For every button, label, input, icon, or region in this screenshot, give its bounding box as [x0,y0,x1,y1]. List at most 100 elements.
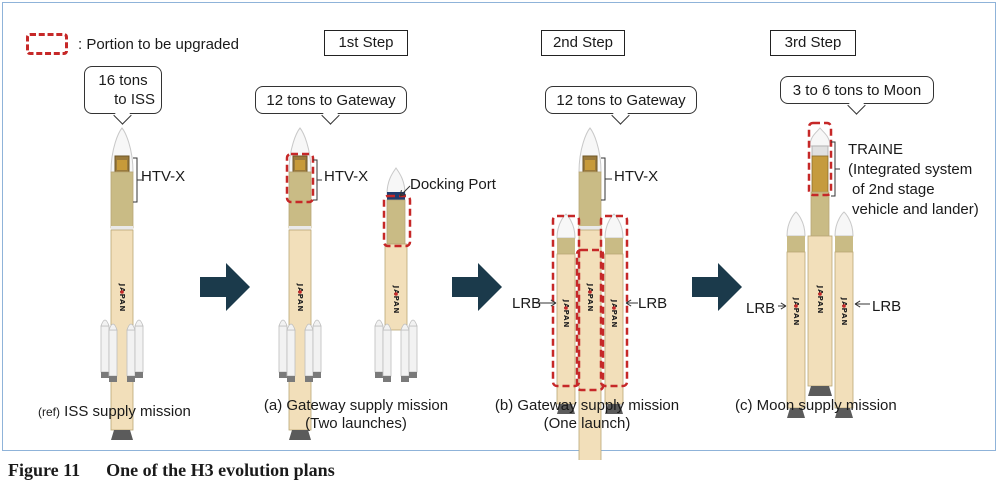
upgrade-outline-traine [807,121,833,197]
rocket-ref-second-stage [110,171,134,229]
lrb-pointer-c-right-head [854,300,861,308]
rocket-ref-srb-inner-l-nozzle [109,376,117,382]
htvx-bracket-a [313,159,322,201]
bubble-iss-line1: 16 tons [98,72,148,89]
mission-c: (c) Moon supply mission [735,397,897,414]
rocket-a1-srb-inner-l-nozzle [287,376,295,382]
rocket-a2-japan-text-flag [394,292,398,296]
rocket-c-lrb-left-body [786,251,806,409]
htvx-bracket-b [601,157,612,201]
rocket-ref-srb-inner-l-nose [108,323,118,331]
rocket-a1-srb-inner-l [286,329,296,377]
step-box-3: 3rd Step [770,30,856,56]
rocket-a1-srb-left-nozzle [279,372,287,378]
rocket-c-lrb-right-band [835,236,853,252]
lrb-label-b-left: LRB [512,295,542,312]
legend-label: : Portion to be upgraded [78,36,239,53]
rocket-ref-engine [111,430,133,440]
rocket-c-second-stage [810,191,830,237]
rocket-a1-srb-right [312,325,322,373]
upgrade-outline-core-b [575,248,605,392]
rocket-ref-srb-inner-r-nozzle [127,376,135,382]
rocket-a2-srb-left [374,325,384,373]
lrb-label-c-right: LRB [872,298,902,315]
traine-label: TRAINE (Integrated system of 2nd stage v… [848,140,979,220]
rocket-ref-srb-left [100,325,110,373]
docking-pointer-head [399,190,406,197]
rocket-a1-japan-text: JAPAN [296,283,304,313]
htvx-bracket-ref [133,157,142,203]
rocket-c-japan-text: JAPAN [816,285,824,315]
payload-bubble-gateway-a: 12 tons to Gateway [255,86,407,114]
rocket-b-lrb-left-engine [557,404,575,414]
rocket-ref-interstage [111,226,133,230]
traine-line4: vehicle and lander) [852,201,979,218]
rocket-ref-japan-text: JAPAN [118,283,126,313]
traine-bracket [831,141,840,197]
rocket-c-traine-tank [811,155,829,193]
rocket-a1-japan-text-flag [298,290,302,294]
rocket-b-core-second-stage [578,171,602,229]
rocket-a2-srb-inner-l [382,329,392,377]
lrb-pointer-b-left-head [550,299,557,307]
rocket-b-lrb-right-nose [604,213,624,239]
rocket-a2-srb-left-nozzle [375,372,383,378]
rocket-a2-srb-inner-l-nozzle [383,376,391,382]
rocket-c-engine [808,386,832,396]
rocket-c-lrb-left-band [787,236,805,252]
rocket-c-lrb-right-japan-text-flag [842,304,846,308]
traine-line2: (Integrated system [848,161,973,178]
rocket-a2-japan-text: JAPAN [392,285,400,315]
rocket-a2-fairing [386,167,406,195]
rocket-a2-srb-inner-r [400,329,410,377]
upgrade-legend-swatch [26,33,68,55]
upgrade-outline-lrb-right [599,214,629,388]
rocket-c-lrb-right-engine [835,408,853,418]
upgrade-outline-docking [382,194,412,248]
rocket-c-lrb-left-japan-text-flag [794,304,798,308]
rocket-b-core-japan-text: JAPAN [586,283,594,313]
rocket-b-lrb-left-nose [556,213,576,239]
upgrade-outline-htvx-a [285,152,315,204]
rocket-c-first-stage [807,235,833,387]
rocket-b-lrb-left-japan-text: JAPAN [562,299,570,329]
rocket-b-lrb-right-body [604,253,624,405]
rocket-b-lrb-left-japan-text-flag [564,306,568,310]
htvx-label-b: HTV-X [614,168,659,185]
rocket-a1-srb-inner-r [304,329,314,377]
rocket-ref-srb-right-nozzle [135,372,143,378]
rocket-ref-srb-right-nose [134,319,144,327]
rocket-a2-srb-inner-r-nozzle [401,376,409,382]
rocket-a1-srb-right-nozzle [313,372,321,378]
lrb-pointer-b-right-head [625,299,632,307]
rocket-b-lrb-right-band [605,238,623,254]
mission-a-line2: (Two launches) [305,415,407,432]
rocket-a1-srb-right-nose [312,319,322,327]
mission-b-line2: (One launch) [543,415,631,432]
payload-bubble-gateway-b: 12 tons to Gateway [545,86,697,114]
rocket-b-lrb-left-body [556,253,576,405]
rocket-c-japan-text-flag [818,292,822,296]
rocket-b-core-interstage [579,226,601,230]
rocket-a2-first-stage [384,243,408,331]
arrow-b-to-c [692,263,742,311]
arrow-ref-to-a [200,263,250,311]
rocket-a2-second-stage [386,199,406,245]
mission-a: (a) Gateway supply mission (Two launches… [258,397,454,433]
rocket-b-lrb-right-engine [605,404,623,414]
rocket-c-lrb-left-nose [786,211,806,237]
payload-bubble-moon: 3 to 6 tons to Moon [780,76,934,104]
rocket-c-lrb-right-body [834,251,854,409]
rocket-a2-srb-inner-l-nose [382,323,392,331]
traine-line1: TRAINE [848,141,904,158]
rocket-ref-srb-left-nose [100,319,110,327]
rocket-ref-payload-detail [117,160,127,170]
docking-pointer [399,185,411,197]
rocket-a2-srb-right-nose [408,319,418,327]
figure-title: One of the H3 evolution plans [106,460,335,480]
lrb-pointer-c-left-head [780,302,787,310]
rocket-c-lrb-left-engine [787,408,805,418]
rocket-ref-srb-inner-r [126,329,136,377]
mission-b: (b) Gateway supply mission (One launch) [487,397,687,433]
